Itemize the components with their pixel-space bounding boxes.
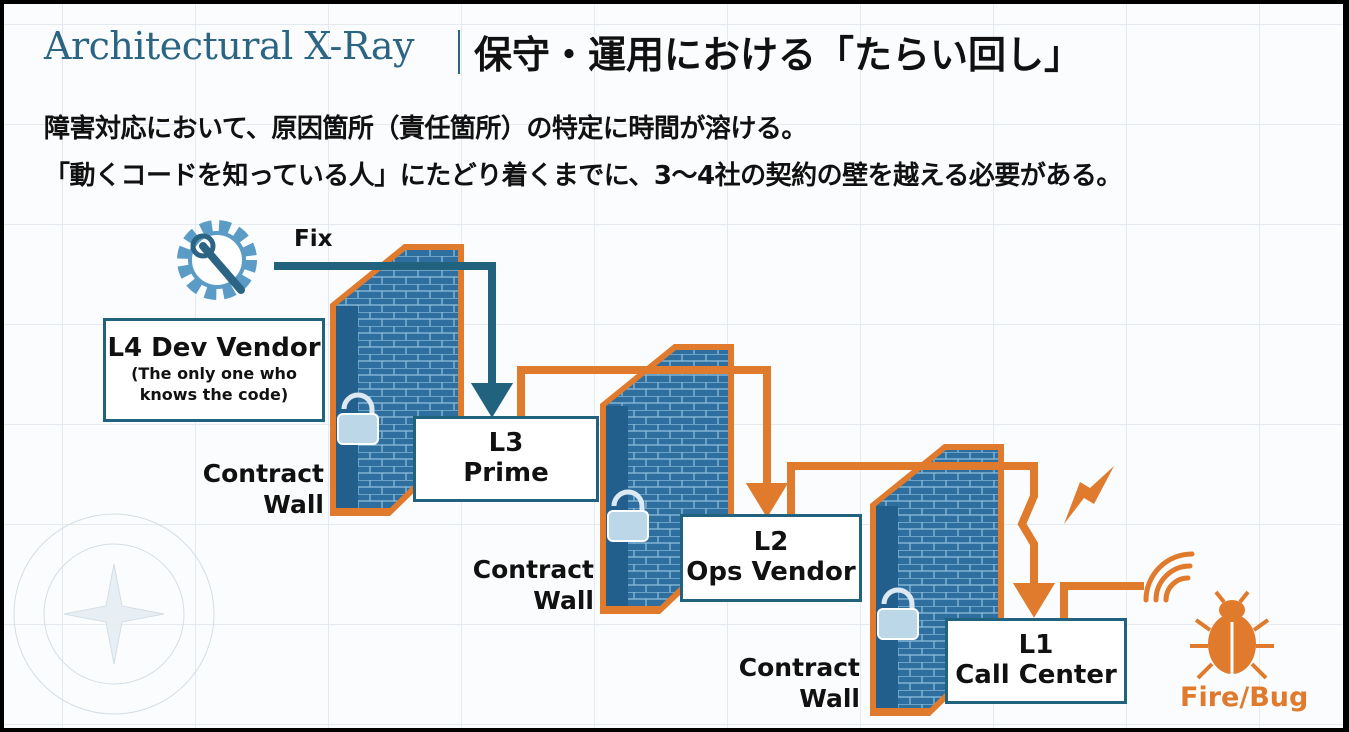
node-l3-prime: L3 Prime	[413, 416, 599, 502]
node-level: L3	[488, 428, 524, 459]
wall-label-line: Contract	[472, 555, 594, 584]
fix-arrow	[274, 262, 514, 418]
compass-decoration	[13, 513, 215, 715]
node-name: Call Center	[955, 660, 1117, 690]
gear-wrench-icon	[177, 220, 257, 300]
slide: Architectural X-Ray 保守・運用における「たらい回し」 障害対…	[4, 4, 1343, 728]
node-name: Ops Vendor	[686, 557, 856, 587]
lock-icon	[337, 392, 919, 640]
node-level: L1	[1018, 630, 1054, 661]
contract-wall-label-1: Contract Wall	[194, 458, 324, 521]
lightning-icon	[1064, 466, 1114, 524]
fix-label: Fix	[294, 226, 333, 252]
bug-icon	[1190, 590, 1274, 680]
wall-label-line: Contract	[738, 653, 860, 682]
node-name: Prime	[463, 458, 549, 488]
wall-label-line: Wall	[533, 586, 594, 616]
node-note: (The only one who knows the code)	[131, 364, 297, 404]
fire-bug-label: Fire/Bug	[1180, 682, 1309, 713]
node-l2-ops-vendor: L2 Ops Vendor	[680, 514, 862, 602]
wall-label-line: Wall	[799, 684, 860, 714]
node-name: L4 Dev Vendor	[107, 333, 321, 364]
wall-label-line: Contract	[202, 459, 324, 488]
wall-label-line: Wall	[263, 490, 324, 520]
signal-icon	[1143, 551, 1195, 603]
title-divider	[458, 30, 460, 74]
escalation-arrows	[517, 366, 1144, 618]
subtitle-line-1: 障害対応において、原因箇所（責任箇所）の特定に時間が溶ける。	[44, 114, 807, 144]
node-level: L2	[753, 527, 789, 558]
subtitle-line-2: 「動くコードを知っている人」にたどり着くまでに、3〜4社の契約の壁を越える必要が…	[44, 161, 1122, 191]
title-english: Architectural X-Ray	[44, 24, 415, 68]
title-japanese: 保守・運用における「たらい回し」	[474, 33, 1083, 77]
node-l1-call-center: L1 Call Center	[945, 618, 1127, 704]
contract-wall-label-3: Contract Wall	[730, 652, 860, 715]
contract-wall-label-2: Contract Wall	[464, 554, 594, 617]
node-l4-dev-vendor: L4 Dev Vendor (The only one who knows th…	[103, 318, 325, 422]
